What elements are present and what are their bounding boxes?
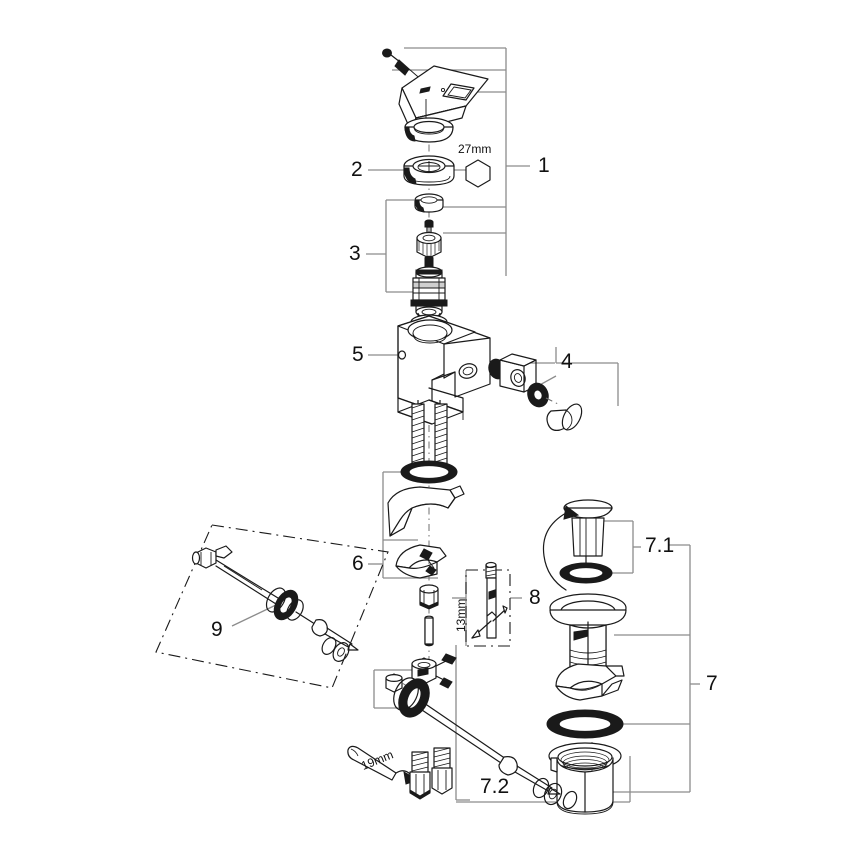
part-aerator-set xyxy=(488,353,583,431)
part-mount-bracket-lower xyxy=(395,544,447,579)
hex-symbol-27mm xyxy=(465,159,491,188)
callout-leaders xyxy=(231,47,700,803)
part-threaded-studs xyxy=(409,747,453,800)
part-cartridge-screw xyxy=(424,219,434,237)
part-cartridge xyxy=(410,255,448,322)
part-waste-body-upper xyxy=(549,593,627,672)
callout-label-2: 2 xyxy=(351,158,363,181)
callout-label-1: 1 xyxy=(538,154,550,177)
part-waste-gasket-shaped xyxy=(555,663,625,701)
part-washer-ring xyxy=(414,193,444,213)
callout-label-9: 9 xyxy=(211,618,223,641)
part-faucet-body xyxy=(397,314,491,470)
part-popup-seal xyxy=(559,562,613,584)
part-handle-cap xyxy=(404,117,454,143)
part-waste-oring xyxy=(546,709,624,739)
callout-label-5: 5 xyxy=(352,343,364,366)
callout-label-4: 4 xyxy=(561,350,573,373)
annotation-13mm: 13mm xyxy=(454,598,468,632)
part-hose-set xyxy=(155,524,389,689)
callout-label-3: 3 xyxy=(349,242,361,265)
callout-label-8: 8 xyxy=(529,586,541,609)
part-lift-rod-linkage xyxy=(385,617,578,810)
part-cartridge-nut xyxy=(416,231,442,259)
part-waste-body-lower xyxy=(548,742,622,815)
part-collar-nut xyxy=(403,155,455,186)
part-mount-washer xyxy=(400,460,458,484)
callout-label-7-2: 7.2 xyxy=(480,775,510,798)
callout-label-6: 6 xyxy=(352,552,364,575)
tool-wrench-13mm xyxy=(465,561,511,647)
part-mount-nut xyxy=(419,584,439,610)
part-mount-bracket-upper xyxy=(387,485,465,537)
annotation-27mm: 27mm xyxy=(458,142,492,156)
callout-label-7: 7 xyxy=(706,672,718,695)
callout-label-7-1: 7.1 xyxy=(645,534,675,557)
